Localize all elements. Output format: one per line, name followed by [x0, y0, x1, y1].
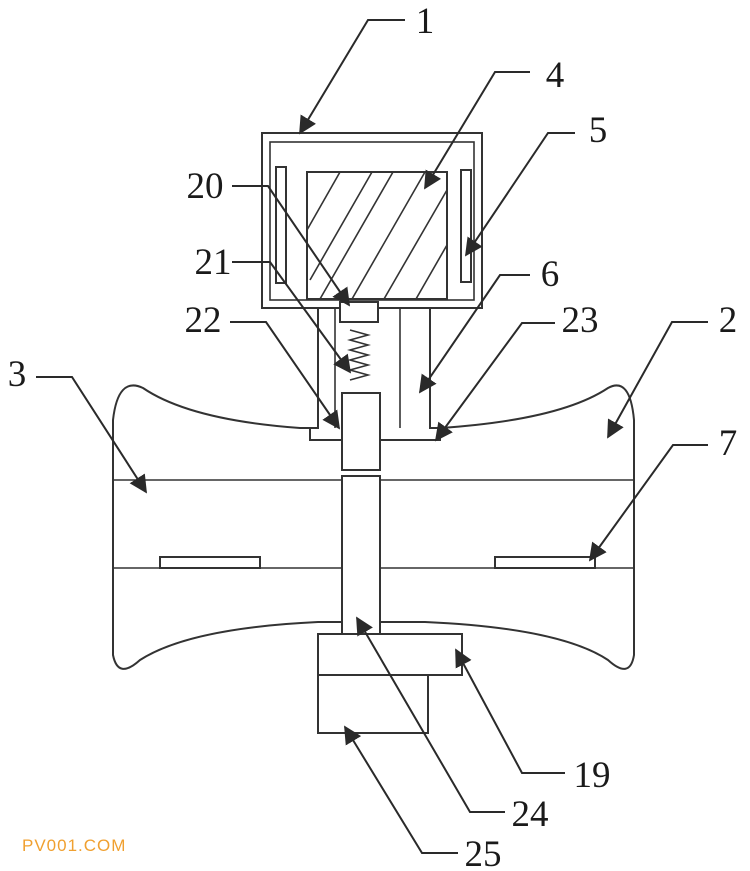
- leader-6: [418, 274, 530, 394]
- leader-1: [299, 19, 405, 135]
- leader-20: [232, 185, 351, 307]
- label-21: 21: [195, 242, 232, 283]
- rod-24: [341, 475, 381, 635]
- label-6: 6: [541, 254, 560, 295]
- left-plate: [159, 556, 261, 569]
- leader-22: [230, 321, 341, 430]
- magnet-block-4: [306, 171, 448, 300]
- contact-20: [339, 301, 379, 323]
- leader-4: [424, 71, 530, 190]
- label-22: 22: [185, 300, 222, 341]
- right-plate-7: [494, 556, 596, 569]
- block-19: [317, 633, 463, 676]
- label-24: 24: [512, 794, 549, 835]
- label-23: 23: [562, 300, 599, 341]
- plunger-22: [341, 392, 381, 471]
- leader-2: [607, 321, 708, 439]
- spring-21: [347, 329, 371, 381]
- label-19: 19: [574, 755, 611, 796]
- leader-23: [434, 322, 555, 442]
- label-2: 2: [719, 300, 738, 341]
- leader-24: [356, 616, 505, 813]
- bottom-assembly: [317, 633, 463, 734]
- reference-numerals: 1 4 5 20 21 6 22 23 2 3 7 19 24 25: [8, 1, 738, 871]
- leader-7: [588, 444, 708, 562]
- housing: [261, 132, 483, 309]
- leader-21: [232, 261, 352, 374]
- label-3: 3: [8, 354, 27, 395]
- leader-3: [36, 376, 147, 494]
- label-4: 4: [546, 55, 565, 96]
- label-7: 7: [719, 423, 738, 464]
- block-25: [317, 674, 429, 734]
- leader-19: [455, 648, 565, 774]
- left-side-piece: [275, 166, 287, 284]
- label-1: 1: [416, 1, 435, 42]
- leader-5: [464, 132, 575, 257]
- label-25: 25: [465, 834, 502, 871]
- watermark: PV001.COM: [22, 836, 126, 855]
- label-20: 20: [187, 166, 224, 207]
- leader-25: [344, 725, 458, 854]
- leader-lines: [36, 19, 708, 854]
- right-side-piece-5: [460, 169, 472, 283]
- label-5: 5: [589, 110, 608, 151]
